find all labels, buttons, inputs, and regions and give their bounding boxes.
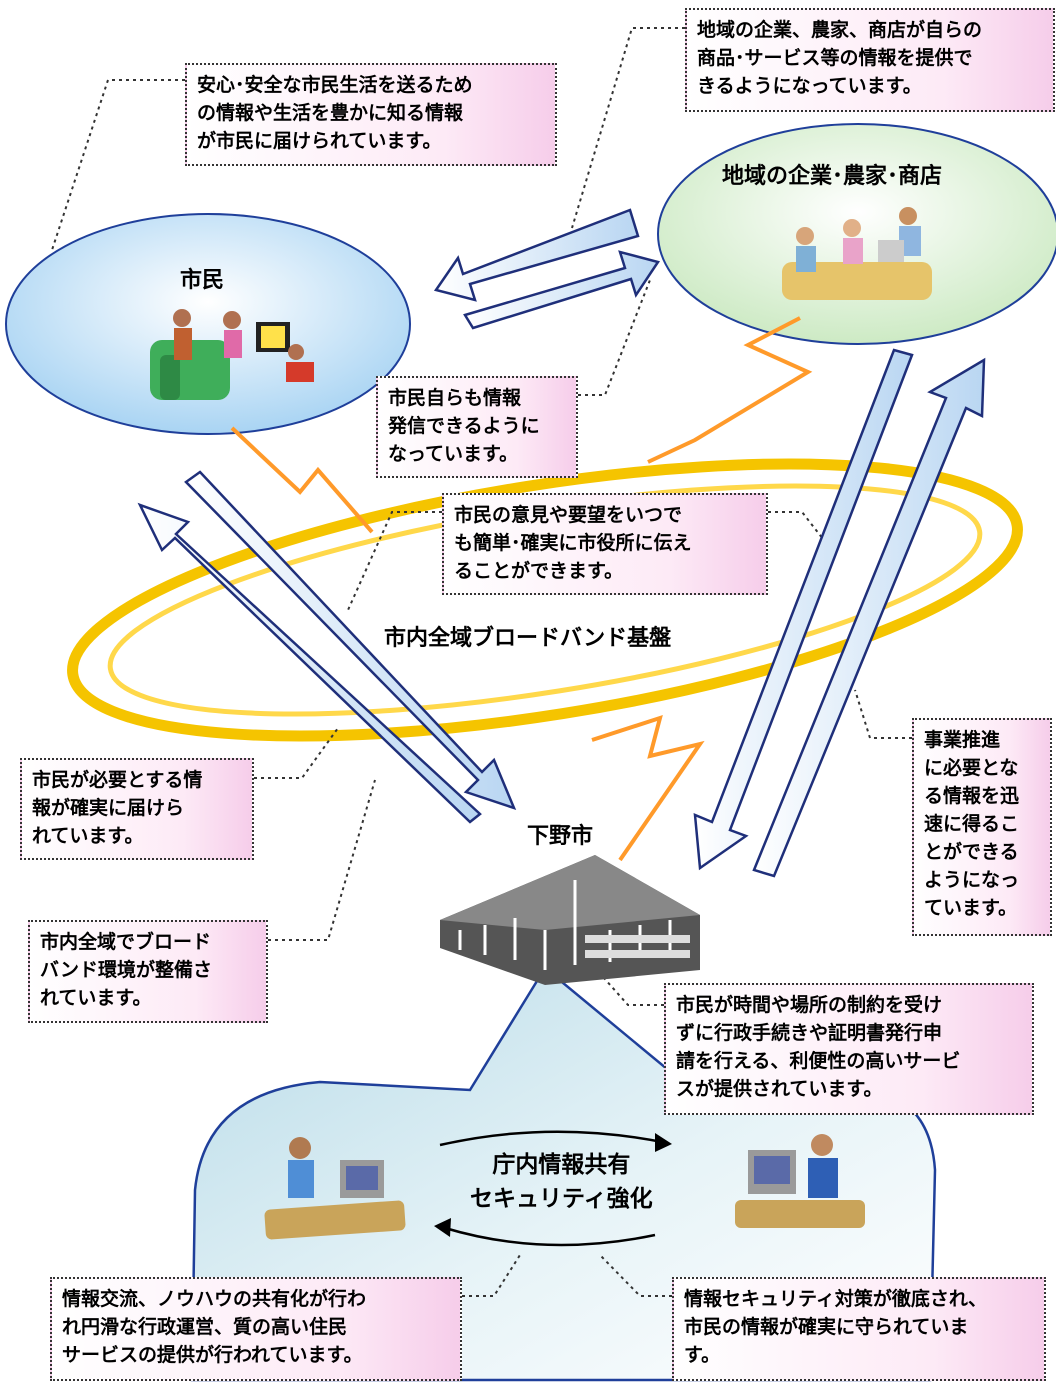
- leader-business-info: [854, 689, 912, 739]
- citizens-ellipse: [5, 213, 411, 435]
- block-arrows: [137, 208, 986, 878]
- leader-citizen-send: [578, 279, 651, 396]
- note-broadband-env: 市内全域でブロード バンド環境が整備さ れています。: [28, 920, 268, 1023]
- note-convenient-service: 市民が時間や場所の制約を受け ずに行政手続きや証明書発行申 請を行える、利便性の…: [664, 983, 1034, 1115]
- lightning-city: [591, 714, 705, 862]
- office-worker-right-clipart: [735, 1134, 865, 1228]
- office-arrow-top-head: [655, 1133, 672, 1152]
- note-security: 情報セキュリティ対策が徹底され、 市民の情報が確実に守られていま す。: [672, 1277, 1046, 1381]
- lightning-business: [647, 316, 813, 464]
- note-citizen-send: 市民自らも情報 発信できるように なっています。: [376, 376, 578, 478]
- office-arrow-top: [439, 1130, 663, 1147]
- arrow-citizen-to-city: [184, 470, 517, 811]
- city-hall-building: [440, 855, 700, 985]
- citizens-label: 市民: [180, 268, 225, 293]
- meeting-clipart: [782, 207, 932, 300]
- leader-security: [599, 1254, 672, 1297]
- office-worker-left-clipart: [264, 1137, 406, 1240]
- family-clipart: [150, 309, 314, 400]
- arrow-city-to-business: [752, 357, 986, 878]
- note-knowhow: 情報交流、ノウハウの共有化が行わ れ円滑な行政運営、質の高い住民 サービスの提供…: [50, 1277, 462, 1381]
- office-center-label: 庁内情報共有 セキュリティ強化: [470, 1152, 653, 1212]
- note-business-provide: 地域の企業、農家、商店が自らの 商品･サービス等の情報を提供で きるようになって…: [685, 8, 1055, 112]
- office-curved-arrows: [434, 1130, 672, 1247]
- office-arrow-bottom: [444, 1226, 656, 1247]
- leader-opinions-right: [768, 511, 831, 549]
- broadband-label: 市内全域ブロードバンド基盤: [384, 626, 672, 651]
- arrow-citizen-to-business: [463, 250, 661, 330]
- arrow-business-to-city: [693, 348, 914, 871]
- city-label: 下野市: [527, 824, 594, 849]
- leader-needed-info: [254, 727, 339, 779]
- leader-lines: [51, 27, 912, 1297]
- arrow-city-to-citizen: [137, 502, 482, 824]
- leader-opinions-left: [347, 511, 442, 611]
- office-arrow-bottom-head: [434, 1218, 451, 1237]
- leader-knowhow: [462, 1254, 521, 1297]
- lightning-bolts: [230, 316, 813, 862]
- lightning-citizen: [230, 426, 374, 534]
- arrow-business-to-citizen: [433, 208, 640, 302]
- note-business-info: 事業推進 に必要とな る情報を迅 速に得るこ とができる ようになっ ています。: [912, 718, 1052, 936]
- note-opinions: 市民の意見や要望をいつで も簡単･確実に市役所に伝え ることができます。: [442, 493, 768, 595]
- leader-safety: [51, 79, 185, 251]
- leader-broadband-env: [268, 779, 376, 941]
- local-business-label: 地域の企業･農家･商店: [722, 164, 943, 189]
- note-needed-info: 市民が必要とする情 報が確実に届けら れています。: [20, 758, 254, 860]
- note-safety-info: 安心･安全な市民生活を送るため の情報や生活を豊かに知る情報 が市民に届けられて…: [185, 63, 557, 166]
- leader-convenient: [594, 967, 664, 1006]
